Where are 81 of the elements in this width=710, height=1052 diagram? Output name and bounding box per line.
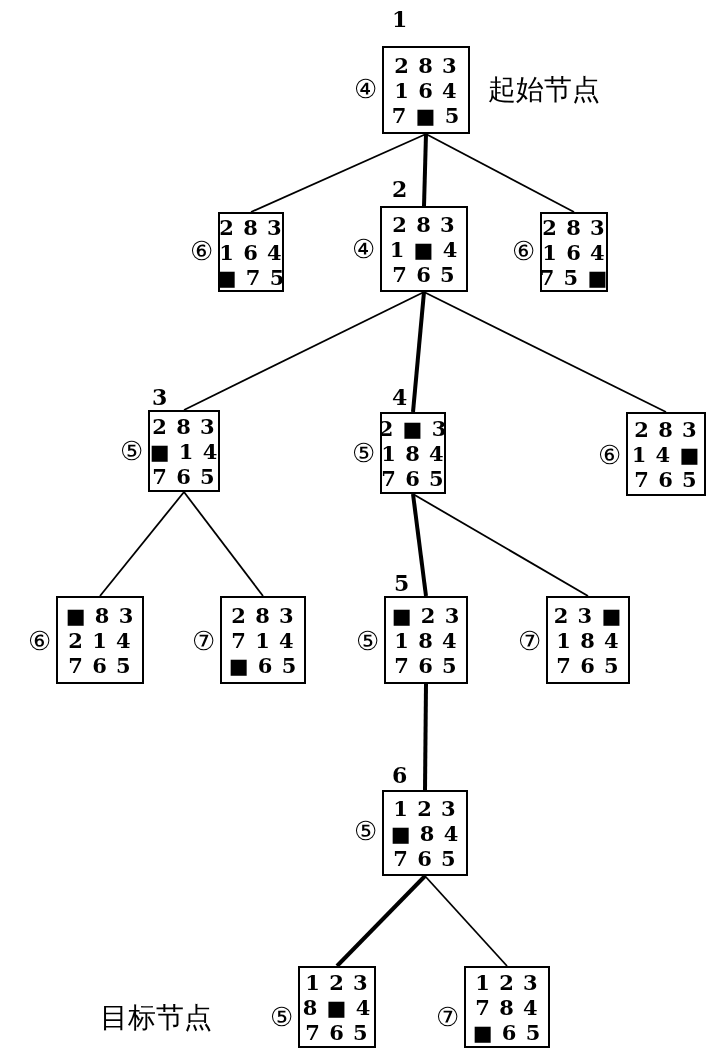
tile-row: 1 2 3 (305, 969, 369, 995)
tile-row: 2 8 3 (231, 602, 295, 628)
tile-row: 1 4 ■ (631, 441, 701, 467)
tree-edge (183, 491, 264, 597)
tile-row: ■ 8 3 (65, 602, 135, 628)
tile-row: 1 8 4 (381, 440, 445, 466)
node-number: 5 (394, 572, 410, 594)
cost-label: ⑦ (192, 628, 215, 654)
cost-label: ⑤ (356, 628, 379, 654)
tile-row: 1 8 4 (556, 627, 620, 653)
puzzle-box (220, 596, 306, 684)
cost-label: ⑤ (120, 438, 143, 464)
node-number: 1 (392, 8, 408, 30)
tile-row: 7 6 5 (393, 845, 457, 871)
tree-edge (423, 291, 667, 413)
tree-edge (422, 133, 428, 207)
cost-label: ④ (354, 76, 377, 102)
tile-row: 2 8 3 (152, 413, 216, 439)
puzzle-box (540, 212, 608, 292)
tree-edge (412, 493, 589, 597)
cost-label: ⑥ (512, 238, 535, 264)
tile-row: ■ 6 5 (472, 1019, 542, 1045)
tile-row: 7 6 5 (392, 261, 456, 287)
tile-row: 2 8 3 (542, 214, 606, 240)
tile-row: 2 8 3 (392, 211, 456, 237)
tile-row: 1 8 4 (394, 627, 458, 653)
tile-row: 1 ■ 4 (389, 236, 459, 262)
tile-row: 7 6 5 (305, 1019, 369, 1045)
cost-label: ⑤ (352, 440, 375, 466)
puzzle-box (546, 596, 630, 684)
tile-row: 2 3 ■ (553, 602, 623, 628)
cost-label: ⑥ (598, 442, 621, 468)
puzzle-box (218, 212, 284, 292)
tree-edge (425, 133, 575, 213)
tree-edge (250, 133, 427, 213)
tile-row: 1 2 3 (475, 969, 539, 995)
tile-row: 1 6 4 (394, 77, 458, 103)
tile-row: 7 6 5 (68, 652, 132, 678)
cost-label: ⑦ (436, 1004, 459, 1030)
puzzle-box (626, 412, 706, 496)
node-number: 3 (152, 386, 168, 408)
node-caption: 起始节点 (488, 76, 600, 104)
puzzle-box (464, 966, 550, 1048)
cost-label: ④ (352, 236, 375, 262)
tree-edge (183, 291, 425, 411)
tree-edge (335, 874, 427, 968)
cost-label: ⑦ (518, 628, 541, 654)
tree-edge (411, 493, 428, 597)
tile-row: 7 6 5 (152, 463, 216, 489)
tile-row: 2 8 3 (394, 52, 458, 78)
puzzle-box (56, 596, 144, 684)
tile-row: ■ 6 5 (228, 652, 298, 678)
tree-edge (99, 491, 185, 597)
tile-row: 1 6 4 (219, 239, 283, 265)
cost-label: ⑤ (354, 818, 377, 844)
node-number: 2 (392, 178, 408, 200)
node-caption: 目标节点 (100, 1004, 212, 1032)
tile-row: 2 8 3 (219, 214, 283, 240)
node-number: 6 (392, 764, 408, 786)
cost-label: ⑥ (190, 238, 213, 264)
tile-row: 2 8 3 (634, 416, 698, 442)
cost-label: ⑤ (270, 1004, 293, 1030)
tile-row: ■ 1 4 (149, 438, 219, 464)
tile-row: 7 8 4 (475, 994, 539, 1020)
node-number: 4 (392, 386, 408, 408)
tile-row: 2 1 4 (68, 627, 132, 653)
cost-label: ⑥ (28, 628, 51, 654)
tile-row: 7 6 5 (556, 652, 620, 678)
tile-row: ■ 8 4 (390, 820, 460, 846)
tile-row: 8 ■ 4 (302, 994, 372, 1020)
tile-row: ■ 2 3 (391, 602, 461, 628)
tree-edge (423, 683, 428, 791)
tree-edge (411, 291, 426, 413)
tile-row: 7 ■ 5 (391, 102, 461, 128)
tile-row: 7 6 5 (634, 466, 698, 492)
tile-row: 1 6 4 (542, 239, 606, 265)
tree-edge (424, 875, 508, 967)
tile-row: 7 1 4 (231, 627, 295, 653)
tile-row: 7 6 5 (381, 465, 445, 491)
tile-row: 1 2 3 (393, 795, 457, 821)
tile-row: 7 6 5 (394, 652, 458, 678)
